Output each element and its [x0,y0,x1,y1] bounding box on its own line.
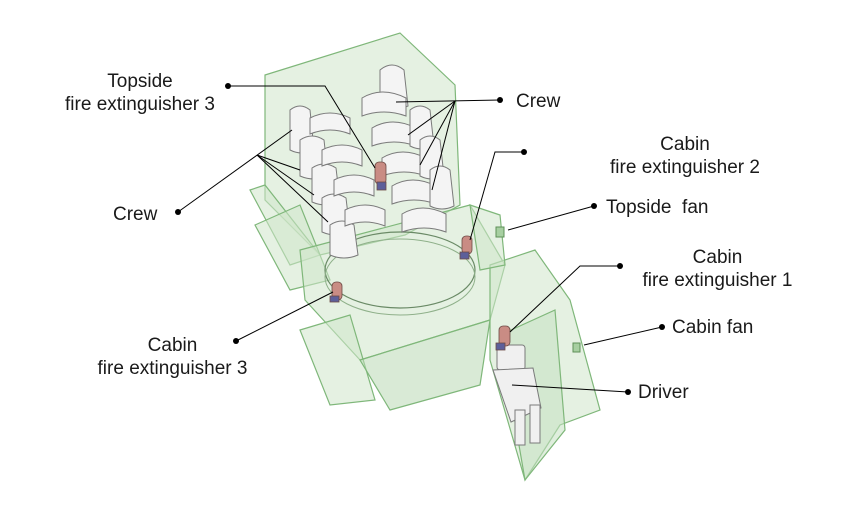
label-line: fire extinguisher 1 [642,270,793,291]
leader-crew-left [256,154,329,223]
leader-crew-right [431,100,456,191]
label-cabin-fan: Cabin fan [672,317,754,338]
cabin-extinguisher-3-icon [329,281,343,303]
crew-seat [381,151,427,177]
label-line: Cabin [147,335,198,356]
crew-seats-right [361,64,455,233]
label-cabin-fire-extinguisher-3: Cabin fire extinguisher 3 [80,334,265,380]
leader-lines [177,85,663,393]
label-line: fire extinguisher 3 [97,358,248,379]
leader-dot [591,203,597,209]
leader-crew-left [256,154,315,196]
driver-seat-cushion [492,367,542,423]
leader-dot [497,97,503,103]
label-topside-fan: Topside fan [606,197,709,218]
crew-seat [391,179,437,205]
crew-seat-back [309,112,351,135]
leader-dot [175,209,181,215]
crew-seats-left [289,105,386,259]
label-cabin-fire-extinguisher-2: Cabin fire extinguisher 2 [590,133,780,179]
leader-crew-left [177,129,293,213]
leader-dot [521,149,527,155]
leader-crew-left [256,154,301,171]
label-cabin-fire-extinguisher-1: Cabin fire extinguisher 1 [625,246,810,292]
leader-cabin-ext-2 [469,151,524,241]
label-line: Topside [107,71,173,92]
leader-topside-ext-3 [228,85,376,169]
leader-dot [225,83,231,89]
label-driver: Driver [638,382,689,403]
driver-leg [514,409,526,446]
leader-topside-fan [507,205,595,231]
crew-seat [429,165,455,210]
leader-dot [617,263,623,269]
crew-seat-back [321,144,363,167]
leader-crew-right [407,100,456,136]
turret-ring-base [324,238,476,316]
leader-crew-right [419,100,456,166]
leader-cabin-ext-3 [235,291,334,342]
topside-fan-icon [495,226,505,238]
leader-crew-right [395,99,501,103]
cabin-extinguisher-1-icon [495,325,511,351]
crew-seat [361,91,407,117]
label-crew-left: Crew [113,204,158,225]
leader-dot [659,324,665,330]
label-crew-right: Crew [516,91,561,112]
leader-driver [511,384,629,393]
cabin-extinguisher-2-icon [459,235,473,260]
hull-panel-lower-left [299,314,376,406]
label-line: Cabin [660,134,710,155]
hull-front-face [359,319,491,411]
topside-fan-housing [469,204,506,271]
label-line: fire extinguisher 3 [65,94,215,115]
leader-cabin-ext-1 [509,265,620,333]
crew-seat-back [344,204,386,227]
crew-seat [329,220,359,259]
driver-leg [529,404,541,444]
driver-seat [492,344,542,446]
label-line: Cabin [692,247,743,268]
label-topside-fire-extinguisher-3: Topside fire extinguisher 3 [50,70,230,116]
crew-seat [401,207,447,233]
topside-extinguisher-3-icon [374,161,387,191]
turret-ring [324,231,476,309]
leader-dots [175,83,665,395]
leader-dot [625,389,631,395]
extinguishers [329,161,511,351]
leader-dot [233,338,239,344]
cabin-fan-icon [572,342,581,353]
label-line: fire extinguisher 2 [610,157,760,178]
leader-cabin-fan [583,326,663,346]
crew-seat-back [333,174,375,197]
